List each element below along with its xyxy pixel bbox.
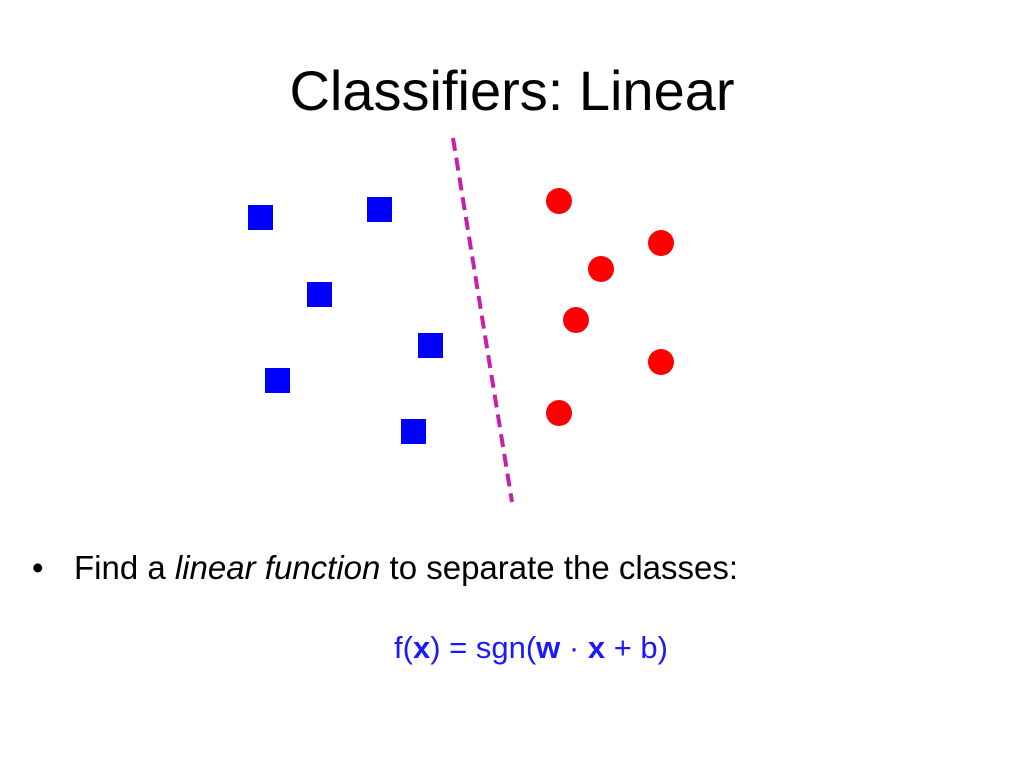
- formula-plus-b: + b): [605, 630, 668, 665]
- class-a-square: [401, 419, 426, 444]
- class-a-square: [265, 368, 290, 393]
- class-b-circles: [546, 188, 674, 426]
- class-a-square: [367, 197, 392, 222]
- formula-dot: ·: [560, 630, 588, 665]
- bullet-text-after: to separate the classes:: [380, 549, 739, 586]
- bullet-marker: •: [32, 549, 44, 586]
- class-a-square: [418, 333, 443, 358]
- formula-eq-sgn: ) = sgn(: [430, 630, 537, 665]
- class-b-circle: [546, 188, 572, 214]
- formula-x2: x: [587, 630, 606, 665]
- formula-f-open: f(: [394, 630, 413, 665]
- class-a-squares: [248, 197, 443, 444]
- class-b-circle: [648, 230, 674, 256]
- class-b-circle: [563, 307, 589, 333]
- class-a-square: [307, 282, 332, 307]
- bullet-text-before: Find a: [74, 549, 175, 586]
- class-b-circle: [588, 256, 614, 282]
- class-a-square: [248, 205, 273, 230]
- bullet-point: • Find a linear function to separate the …: [32, 548, 738, 588]
- bullet-emphasis: linear function: [174, 549, 381, 586]
- separating-line: [451, 137, 514, 503]
- class-b-circle: [648, 349, 674, 375]
- class-b-circle: [546, 400, 572, 426]
- formula-w: w: [536, 630, 561, 665]
- slide-title: Classifiers: Linear: [289, 59, 735, 122]
- formula-x: x: [412, 630, 431, 665]
- formula: f(x) = sgn(w · x + b): [0, 630, 1024, 666]
